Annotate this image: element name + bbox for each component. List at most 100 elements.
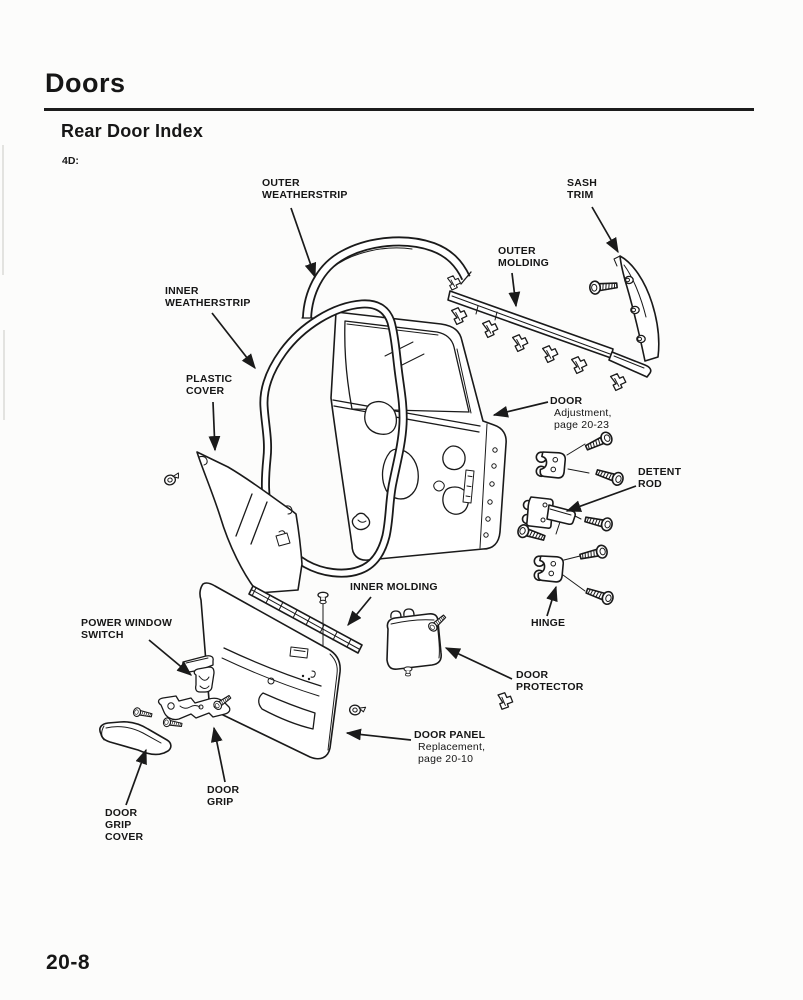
label-line: Replacement,: [418, 741, 486, 753]
power-window-switch-part: [182, 655, 215, 693]
clip-icon: [497, 691, 515, 711]
label-line: ROD: [638, 478, 662, 490]
label-line: DETENT: [638, 466, 682, 478]
door-grip-cover-part: [99, 721, 172, 756]
molding-clip-icon: [446, 273, 463, 291]
scan-streak: [2, 145, 4, 275]
molding-clip-icon: [541, 343, 560, 364]
grommet-icon: [162, 472, 182, 487]
sash-boss-icon: [636, 334, 646, 344]
label-line: Adjustment,: [554, 407, 612, 419]
label-detent-rod: DETENT ROD: [638, 466, 681, 490]
leader-hinge: [546, 585, 558, 617]
leader-door-grip-cover: [125, 748, 147, 806]
bolt-icon: [583, 583, 616, 607]
molding-clip-icon: [450, 305, 469, 326]
label-inner-weatherstrip: INNER WEATHERSTRIP: [165, 285, 251, 309]
outer-weatherstrip-part: [301, 236, 472, 319]
leader-plastic-cover: [208, 401, 221, 452]
leader-sash-trim: [591, 206, 619, 254]
label-line: INNER MOLDING: [350, 581, 438, 593]
label-line: HINGE: [531, 617, 566, 629]
hinge-lower-part: [531, 543, 616, 607]
leader-power-window-switch: [148, 639, 193, 676]
bolt-icon: [583, 512, 615, 533]
label-door-adjustment: DOOR Adjustment, page 20-23: [550, 395, 612, 431]
leader-door-grip: [210, 726, 226, 783]
label-line: DOOR: [105, 807, 138, 819]
label-line: GRIP: [207, 796, 234, 808]
label-hinge: HINGE: [531, 617, 565, 629]
scan-streak: [3, 330, 5, 420]
variant-label: 4D:: [62, 155, 79, 167]
label-door-panel: DOOR PANEL Replacement, page 20-10: [414, 729, 485, 765]
leader-door-panel: [345, 728, 412, 741]
label-line: INNER: [165, 285, 199, 297]
sash-trim-part: [588, 255, 660, 362]
trim-pin-icon: [403, 666, 413, 677]
label-line: DOOR: [516, 669, 549, 681]
label-line: COVER: [105, 831, 144, 843]
label-line: WEATHERSTRIP: [262, 189, 348, 201]
bolt-icon: [594, 465, 626, 488]
label-line: COVER: [186, 385, 225, 397]
label-door-grip-cover: DOOR GRIP COVER: [105, 807, 143, 843]
leader-inner-molding: [347, 596, 372, 627]
label-line: DOOR PANEL: [414, 729, 486, 741]
label-line: OUTER: [498, 245, 536, 257]
label-line: WEATHERSTRIP: [165, 297, 251, 309]
label-line: SASH: [567, 177, 597, 189]
label-line: MOLDING: [498, 257, 549, 269]
label-line: GRIP: [105, 819, 132, 831]
label-line: DOOR: [550, 395, 583, 407]
section-title: Rear Door Index: [61, 121, 204, 141]
title-rule: [44, 108, 754, 111]
leader-inner-weatherstrip: [211, 312, 256, 370]
page-number: 20-8: [46, 951, 91, 974]
label-plastic-cover: PLASTIC COVER: [186, 373, 232, 397]
bolt-icon: [578, 543, 610, 564]
page-title: Doors: [45, 68, 126, 98]
bolt-icon: [582, 429, 615, 455]
leader-outer-molding: [508, 272, 521, 308]
label-line: page 20-23: [554, 419, 610, 431]
label-outer-molding: OUTER MOLDING: [498, 245, 549, 269]
label-door-grip: DOOR GRIP: [207, 784, 239, 808]
molding-clip-icon: [481, 318, 500, 339]
hinge-upper-part: [533, 429, 626, 488]
label-line: PLASTIC: [186, 373, 233, 385]
label-outer-weatherstrip: OUTER WEATHERSTRIP: [262, 177, 348, 201]
label-line: SWITCH: [81, 629, 124, 641]
label-line: TRIM: [567, 189, 594, 201]
trim-pin-icon: [317, 591, 329, 605]
door-protector-part: [386, 608, 515, 711]
sash-boss-icon: [624, 275, 634, 285]
label-line: PROTECTOR: [516, 681, 584, 693]
label-inner-molding: INNER MOLDING: [350, 581, 438, 593]
bolt-icon: [588, 278, 619, 296]
inner-weatherstrip-part: [259, 299, 408, 578]
screw-icon: [132, 706, 154, 721]
label-door-protector: DOOR PROTECTOR: [516, 669, 584, 693]
outer-molding-part: [446, 273, 652, 392]
door-shell-part: [330, 311, 507, 561]
leader-door-adjustment: [492, 401, 549, 418]
door-grip-part: [132, 692, 233, 730]
leader-door-protector: [444, 647, 513, 680]
molding-clip-icon: [570, 354, 589, 375]
leader-outer-weatherstrip: [290, 207, 317, 279]
detent-rod-part: [515, 496, 615, 545]
label-sash-trim: SASH TRIM: [567, 177, 597, 201]
plastic-cover-part: [162, 451, 303, 594]
label-line: POWER WINDOW: [81, 617, 173, 629]
sash-boss-icon: [630, 305, 640, 315]
label-line: DOOR: [207, 784, 240, 796]
molding-clip-icon: [609, 371, 628, 392]
molding-clip-icon: [511, 332, 530, 353]
door-panel-part: [199, 582, 367, 760]
grommet-icon: [348, 703, 367, 718]
label-line: OUTER: [262, 177, 300, 189]
leader-detent-rod: [565, 485, 637, 512]
